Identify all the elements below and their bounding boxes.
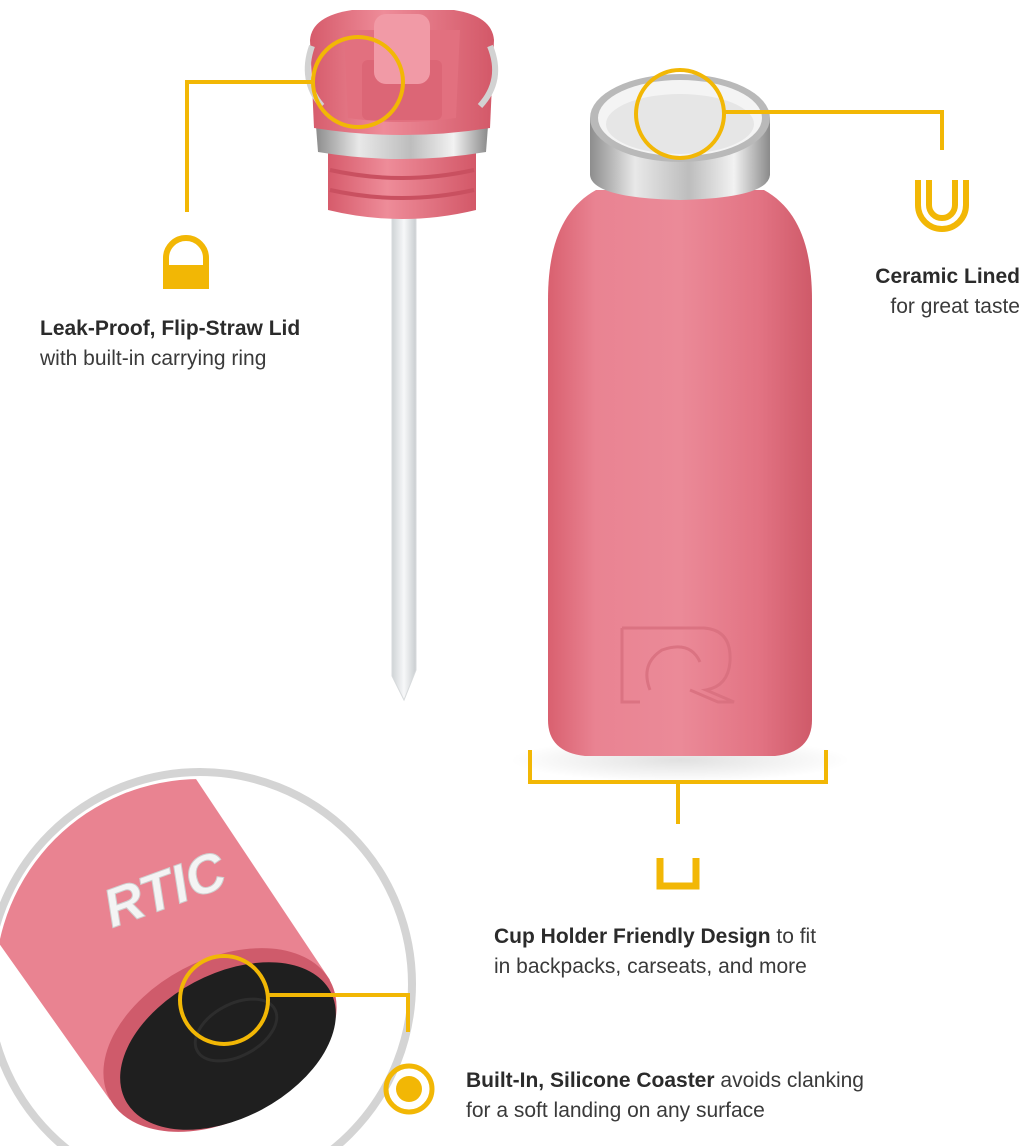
callout-coaster: Built-In, Silicone Coaster avoids clanki…: [466, 1066, 1006, 1126]
feature-description: avoids clanking: [720, 1069, 864, 1092]
feature-description-line2: for a soft landing on any surface: [466, 1099, 765, 1122]
cup-holder-icon: [656, 858, 700, 890]
ceramic-connector-line: [724, 110, 944, 150]
straw: [391, 209, 417, 702]
callout-lid: Leak-Proof, Flip-Straw Lid with built-in…: [40, 314, 380, 374]
bottle-embossed-logo: [620, 626, 735, 704]
feature-description: to fit: [776, 925, 817, 948]
coaster-connector-line: [268, 993, 410, 1032]
callout-cup-holder: Cup Holder Friendly Design to fit in bac…: [494, 922, 914, 982]
callout-ceramic: Ceramic Lined for great taste: [760, 262, 1020, 322]
feature-description-line2: in backpacks, carseats, and more: [494, 955, 807, 978]
coaster-highlight-ring: [178, 954, 270, 1046]
connector-lines: [185, 80, 944, 1032]
bottle: [510, 74, 850, 782]
feature-description: for great taste: [890, 295, 1020, 318]
feature-title: Built-In, Silicone Coaster: [466, 1069, 715, 1092]
lid-connector-line: [185, 80, 313, 212]
feature-title: Leak-Proof, Flip-Straw Lid: [40, 317, 301, 340]
feature-description: with built-in carrying ring: [40, 347, 267, 370]
bottle-body: [548, 190, 812, 756]
feature-title: Cup Holder Friendly Design: [494, 925, 771, 948]
coaster-inset: RTIC: [0, 768, 416, 1146]
coaster-icon: [383, 1063, 435, 1115]
ceramic-cup-icon: [915, 180, 969, 232]
feature-title: Ceramic Lined: [875, 265, 1020, 288]
carry-ring-icon: [163, 235, 209, 289]
